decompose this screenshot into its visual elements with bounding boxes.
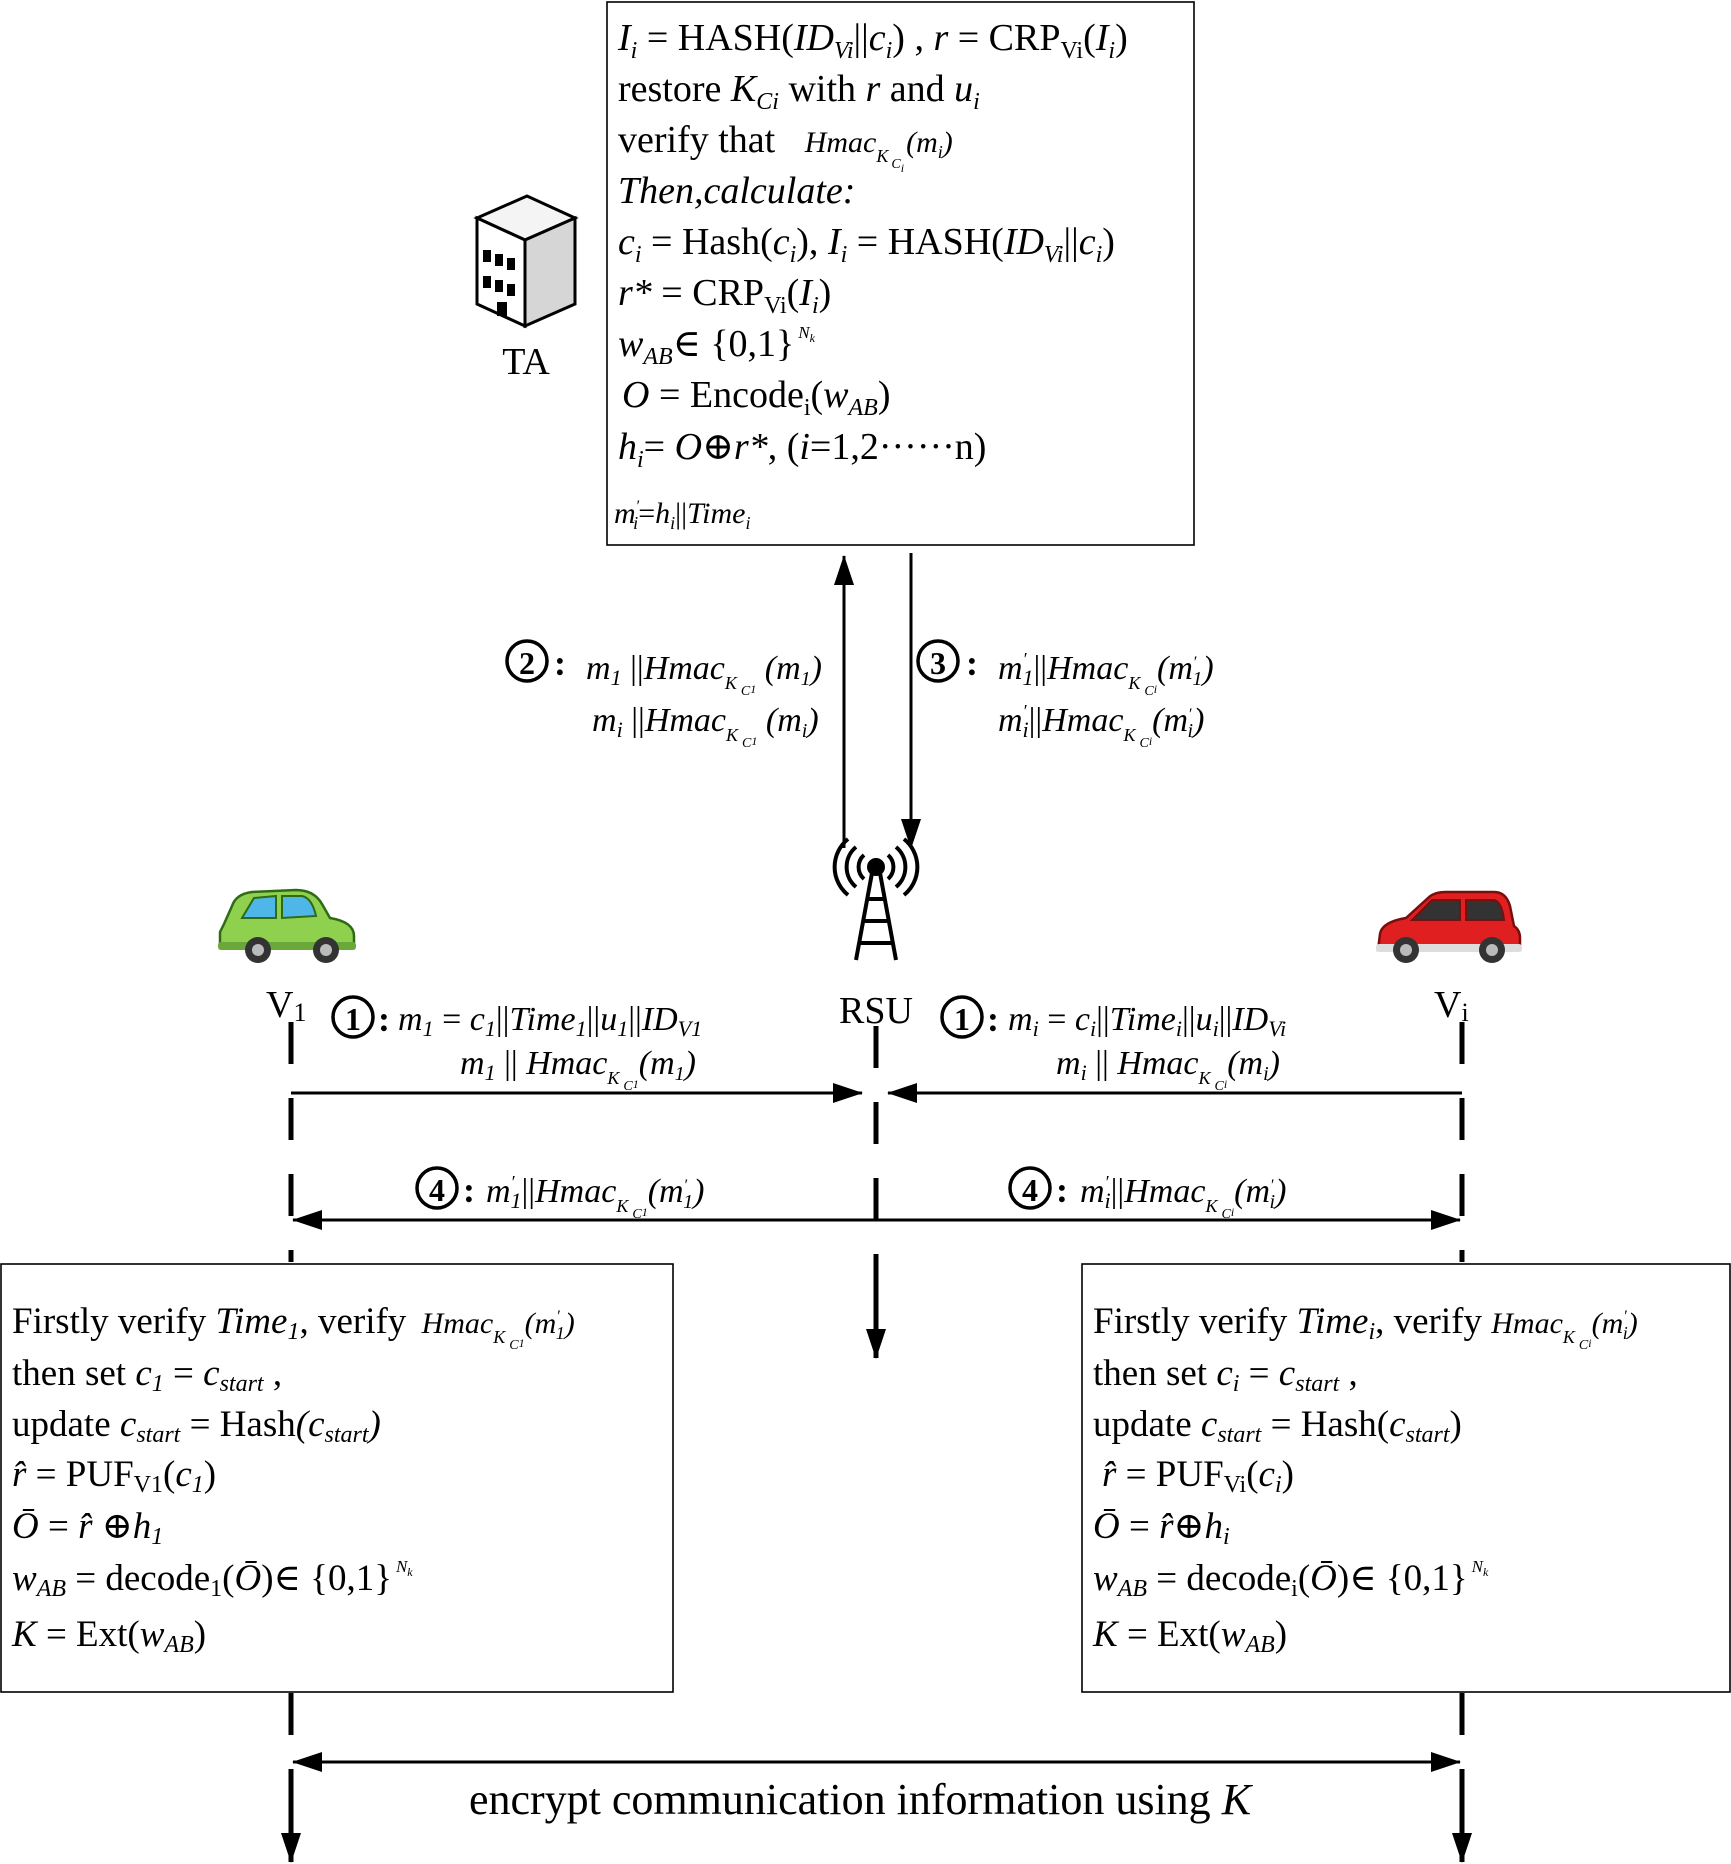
vi-box-line-4: r̂ = PUFVi(ci)	[1102, 1454, 1294, 1498]
vi-box-line-6: wAB = decodei(Ō)∈ {0,1}Nk	[1093, 1557, 1489, 1602]
server-building-icon	[473, 194, 579, 329]
svg-text:1: 1	[954, 1001, 970, 1037]
vi-box-line-3: update cstart = Hash(cstart)	[1093, 1404, 1462, 1448]
ta-line-6: r* = CRPVi(Ii)	[618, 272, 831, 319]
step-1-badge-left: 1	[331, 995, 375, 1039]
svg-text:4: 4	[429, 1172, 445, 1208]
vi-label: Vi	[1434, 984, 1469, 1027]
step-1-left-colon: :	[378, 999, 390, 1039]
radio-tower-icon	[832, 837, 920, 961]
svg-text:4: 4	[1022, 1172, 1038, 1208]
ta-line-4: Then,calculate:	[618, 170, 855, 212]
vi-box-line-7: K = Ext(wAB)	[1092, 1614, 1287, 1658]
step-4-left-colon: :	[463, 1170, 475, 1210]
ta-line-7: wAB∈ {0,1}Nk	[618, 323, 816, 370]
step-1-right-colon: :	[987, 999, 999, 1039]
ta-line-5: ci = Hash(ci), Ii = HASH(IDVi||ci)	[618, 221, 1115, 268]
ta-line-9: hi= O⊕r*, (i=1,2······n)	[618, 426, 986, 473]
v1-label: V1	[266, 984, 306, 1027]
svg-text:3: 3	[930, 645, 946, 681]
step-4-badge-right: 4	[1008, 1166, 1052, 1210]
vi-box-line-2: then set ci = cstart ,	[1093, 1353, 1358, 1397]
vi-box-line-5: Ō = r̂⊕hi	[1093, 1506, 1230, 1550]
ta-computation-box	[606, 1, 1195, 546]
encrypt-caption: encrypt communication information using …	[469, 1775, 1254, 1824]
v1-box-line-7: K = Ext(wAB)	[11, 1614, 206, 1658]
vi-computation-box	[1081, 1263, 1731, 1693]
step-3-colon: :	[966, 643, 978, 683]
v1-box-line-5: Ō = r̂ ⊕h1	[12, 1506, 163, 1550]
svg-text:2: 2	[519, 645, 535, 681]
red-car-icon	[1376, 890, 1522, 963]
step-4-badge-left: 4	[415, 1166, 459, 1210]
ta-line-8: O = Encodei(wAB)	[622, 374, 891, 421]
step-1-badge-right: 1	[940, 995, 984, 1039]
msg-1-left-line-1: m1 = c1||Time1||u1||IDV1	[398, 1001, 702, 1041]
v1-box-line-3: update cstart = Hash(cstart)	[12, 1404, 381, 1448]
v1-box-line-6: wAB = decode1(Ō)∈ {0,1}Nk	[12, 1557, 413, 1602]
step-4-right-colon: :	[1056, 1170, 1068, 1210]
ta-line-10: m′i=hi||Timei	[614, 497, 751, 533]
green-car-icon	[218, 888, 356, 963]
v1-box-line-4: r̂ = PUFV1(c1)	[12, 1454, 216, 1498]
v1-computation-box	[0, 1263, 674, 1693]
step-3-badge: 3	[916, 639, 960, 683]
msg-1-right-line-1: mi = ci||Timei||ui||IDVi	[1008, 1001, 1286, 1041]
step-2-colon: :	[554, 643, 566, 683]
v1-box-line-2: then set c1 = cstart ,	[12, 1353, 282, 1397]
step-2-badge: 2	[505, 639, 549, 683]
ta-label: TA	[502, 341, 550, 383]
ta-line-2: restore KCi with r and ui	[618, 68, 980, 115]
rsu-label: RSU	[839, 990, 913, 1032]
ta-line-1: Ii = HASH(IDVi||ci) , r = CRPVi(Ii)	[617, 17, 1128, 64]
svg-text:1: 1	[345, 1001, 361, 1037]
